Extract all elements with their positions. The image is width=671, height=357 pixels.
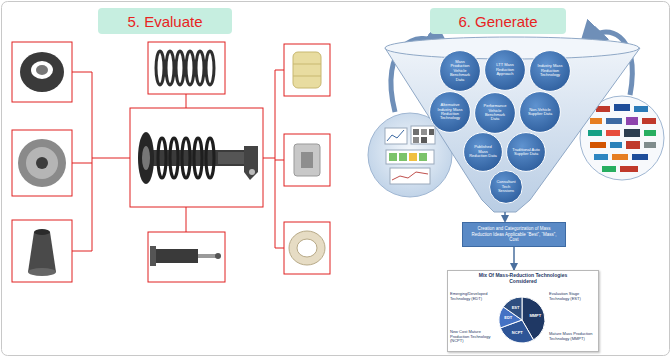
node-text: Consultant Tech Sessions bbox=[494, 180, 518, 193]
source-circle: Non-Vehicle Supplier Data bbox=[519, 91, 561, 133]
slice-label: EST bbox=[512, 306, 520, 311]
circle-text-area: Mass Production Vehicle Benchmark Data bbox=[446, 50, 475, 92]
node-text: Published Mass Reduction Data bbox=[469, 145, 497, 158]
circle-text-area: Alternative Industry Mass Reduction Tech… bbox=[436, 91, 465, 133]
category-label: Evaluation Stage Technology (EST) bbox=[549, 292, 596, 301]
node-text: Non-Vehicle Supplier Data bbox=[526, 108, 555, 117]
slice-label: NCPT bbox=[512, 331, 523, 336]
circle-text-area: Performance Vehicle Benchmark Data bbox=[481, 92, 510, 134]
strut-illustration bbox=[12, 42, 330, 282]
node-text: Creation and Categorization of Mass Redu… bbox=[467, 226, 561, 242]
category-label: Emerging/Developed Technology (EDT) bbox=[450, 292, 496, 301]
node-text: Performance Vehicle Benchmark Data bbox=[481, 104, 510, 122]
circle-text-area: Industry Mass Reduction Technology bbox=[536, 50, 565, 92]
source-circle: Mass Production Vehicle Benchmark Data bbox=[439, 50, 481, 92]
category-label: New Cost Mature Production Technology (N… bbox=[450, 330, 496, 344]
node-text: Mass Production Vehicle Benchmark Data bbox=[446, 60, 475, 82]
process-box: Creation and Categorization of Mass Redu… bbox=[462, 222, 566, 247]
step-heading: 5. Evaluate bbox=[98, 8, 232, 34]
node-text: Alternative Industry Mass Reduction Tech… bbox=[436, 103, 465, 121]
flow-arrow bbox=[513, 247, 515, 270]
source-circle: Published Mass Reduction Data bbox=[463, 132, 503, 172]
node-text: Industry Mass Reduction Technology bbox=[536, 64, 565, 77]
step-heading: 6. Generate bbox=[430, 8, 566, 34]
source-circle: LTT Mass Reduction Approach bbox=[484, 49, 526, 91]
source-circle: Alternative Industry Mass Reduction Tech… bbox=[429, 91, 471, 133]
slice-label: MMPT bbox=[529, 314, 541, 319]
source-circle: Traditional Auto Supplier Data bbox=[506, 132, 546, 172]
pie-chart bbox=[499, 297, 545, 343]
source-circle: Consultant Tech Sessions bbox=[489, 170, 523, 204]
node-text: 5. Evaluate bbox=[127, 13, 202, 30]
circle-text-area: Traditional Auto Supplier Data bbox=[512, 132, 540, 172]
node-text: Mix Of Mass-Reduction Technologies Consi… bbox=[454, 273, 592, 285]
node-text: 6. Generate bbox=[458, 13, 537, 30]
circle-text-area: LTT Mass Reduction Approach bbox=[491, 49, 520, 91]
circle-text-area: Non-Vehicle Supplier Data bbox=[526, 91, 555, 133]
source-circle: Performance Vehicle Benchmark Data bbox=[474, 92, 516, 134]
circle-text-area: Consultant Tech Sessions bbox=[494, 170, 518, 204]
circle-text-area: Published Mass Reduction Data bbox=[469, 132, 497, 172]
funnel-illustration bbox=[368, 32, 664, 221]
node-text: LTT Mass Reduction Approach bbox=[491, 63, 520, 76]
slice-label: EDT bbox=[504, 316, 512, 321]
category-label: Mature Mass Production Technology (MMPT) bbox=[549, 332, 596, 341]
node-text: Traditional Auto Supplier Data bbox=[512, 148, 540, 157]
source-circle: Industry Mass Reduction Technology bbox=[529, 50, 571, 92]
